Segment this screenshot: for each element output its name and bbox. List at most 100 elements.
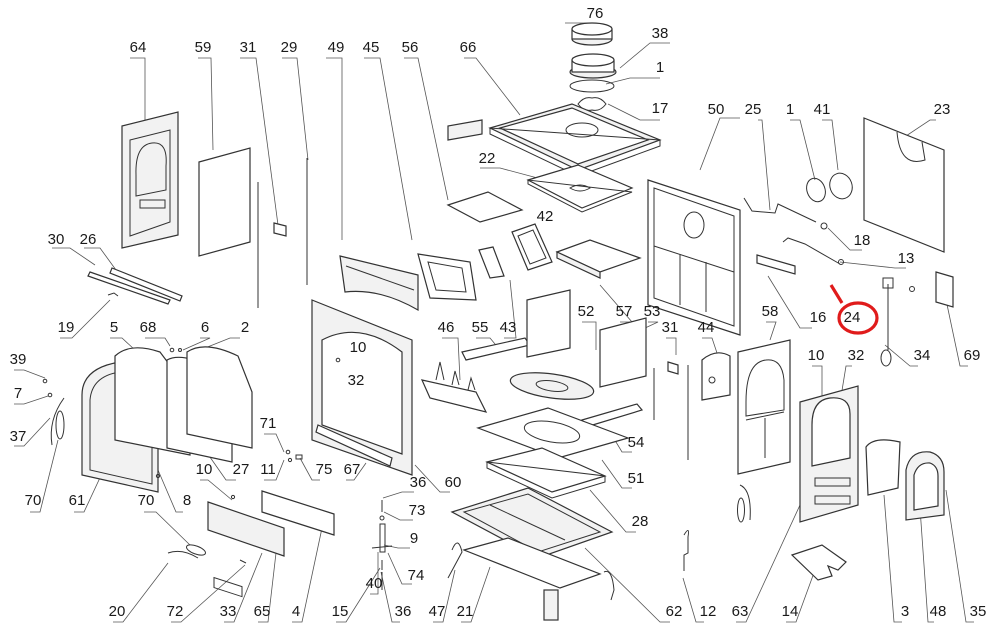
part-56-baffle-left [446,119,524,223]
part-label-50: 50 [708,101,725,118]
part-label-61: 61 [69,492,86,509]
highlight-circle [837,301,879,335]
part-19-clip [107,292,119,297]
part-label-9: 9 [410,530,418,547]
part-label-39: 39 [10,351,27,368]
part-label-15: 15 [332,603,349,620]
part-label-37: 37 [10,428,27,445]
part-label-54: 54 [628,434,645,451]
part-label-22: 22 [479,150,496,167]
part-53-firebrick-right [599,317,647,388]
part-50-back-panel [647,179,741,336]
part-28-ash-pan [485,447,607,499]
part-label-55: 55 [472,319,489,336]
part-1-gasket-top [569,79,615,93]
part-34-poker [880,277,894,367]
part-label-62: 62 [666,603,683,620]
part-label-70: 70 [25,492,42,509]
part-6-screw [178,348,182,352]
part-9-rod-assembly [371,500,393,570]
part-52-grate [509,372,595,400]
part-label-53: 53 [644,303,661,320]
part-label-63: 63 [732,603,749,620]
part-label-68: 68 [140,319,157,336]
part-75-latch [295,454,303,460]
part-57-baffle-right [555,239,642,279]
part-13-knob [838,259,844,265]
part-23-rear-heat-shield [863,117,945,253]
part-label-47: 47 [429,603,446,620]
part-70-grip-right [737,497,745,523]
part-26-rail [109,267,183,302]
part-label-45: 45 [363,39,380,56]
part-label-7: 7 [14,385,22,402]
part-42-grille [511,223,553,271]
part-label-35: 35 [970,603,987,620]
part-51-floor-plate [476,407,630,459]
part-11-washer [287,457,293,463]
part-49-front-arch [339,255,419,312]
part-67-ash-lip [315,424,393,467]
part-label-18: 18 [854,232,871,249]
part-14-baffle-tool [790,544,847,581]
part-label-32: 32 [348,372,365,389]
part-leg-right [603,570,615,601]
part-label-30: 30 [48,231,65,248]
part-label-58: 58 [762,303,779,320]
part-39-screw [42,378,48,384]
part-label-19: 19 [58,319,75,336]
part-21-bottom-plate [462,537,602,589]
part-70-handle-grip [55,410,65,440]
part-label-11: 11 [260,461,276,478]
part-label-3: 3 [901,603,909,620]
part-53-firebrick-left [526,289,571,358]
part-label-31: 31 [240,39,257,56]
part-label-38: 38 [652,25,669,42]
part-label-56: 56 [402,39,419,56]
part-label-4: 4 [292,603,300,620]
part-label-52: 52 [578,303,595,320]
part-16-bracket [756,254,796,275]
part-label-74: 74 [408,567,425,584]
part-label-10: 10 [808,347,825,364]
highlight-annotation [829,284,879,335]
part-43-glass-panel [478,246,505,279]
part-label-57: 57 [616,303,633,320]
part-25-rod [743,197,817,223]
part-7-washer [47,392,53,398]
part-label-64: 64 [130,39,147,56]
part-label-27: 27 [233,461,250,478]
leader-lines [14,22,974,623]
part-label-44: 44 [698,319,715,336]
part-66-top-plate [488,103,662,177]
part-label-76: 76 [587,5,604,22]
part-label-31: 31 [662,319,679,336]
part-label-6: 6 [201,319,209,336]
part-leg-front [543,589,559,621]
part-70-grip-bottom [186,544,206,556]
part-label-41: 41 [814,101,831,118]
part-60-front-frame [311,299,413,476]
part-label-65: 65 [254,603,271,620]
part-47-leg [447,542,463,579]
part-31-clip-right [667,361,679,375]
part-72-pin [239,559,247,564]
part-label-12: 12 [700,603,717,620]
part-63-side-door-right [799,385,859,523]
part-33-air-slide [207,501,285,598]
part-71-screw [285,449,291,455]
part-label-59: 59 [195,39,212,56]
part-31-clip [273,222,287,237]
part-76-flue-collar-top [571,22,613,46]
part-label-42: 42 [537,208,554,225]
part-label-17: 17 [652,100,669,117]
part-label-20: 20 [109,603,126,620]
part-label-5: 5 [110,319,118,336]
part-label-69: 69 [964,347,981,364]
part-3-glass-right [865,439,901,496]
part-label-25: 25 [745,101,762,118]
part-1-gasket-side [806,177,826,203]
